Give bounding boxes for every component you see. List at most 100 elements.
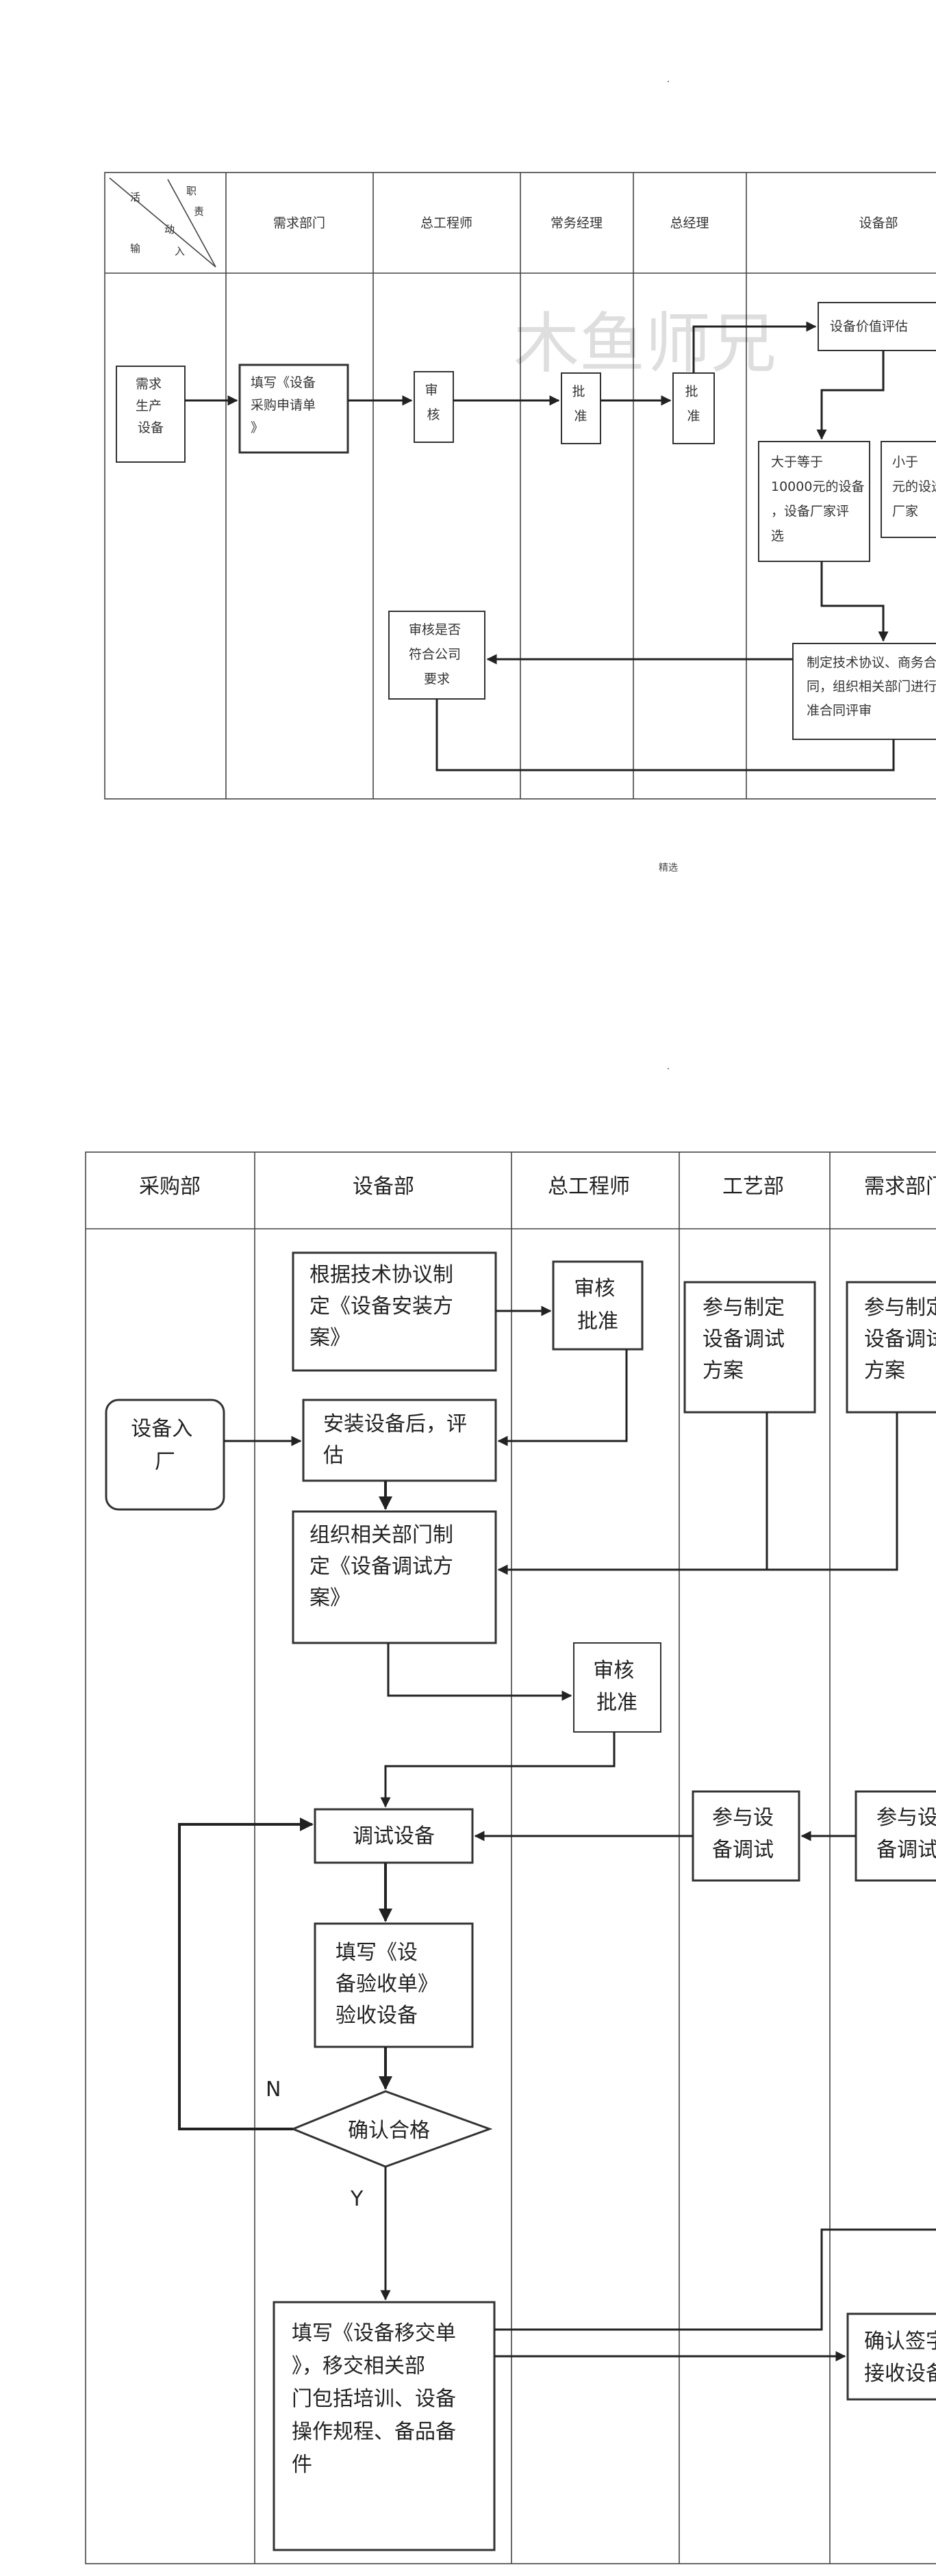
- header-diag-d: 入: [175, 245, 185, 257]
- node-handover-form: [273, 2301, 496, 2551]
- node-audit-approve-2-text: 审核 批准: [593, 1659, 641, 1715]
- contract-line-2: 同，组织相关部门进行标: [807, 679, 936, 694]
- node-audit-approve-1-text: 审核 批准: [574, 1277, 622, 1334]
- approve1-line-1: 批: [572, 384, 585, 399]
- sign-line-1: 确认签字: [864, 2330, 936, 2354]
- sign-line-2: 接收设备: [864, 2362, 936, 2386]
- plan-line-3: 案》: [309, 1326, 351, 1350]
- page2-grid: [85, 1151, 936, 2564]
- audit-line-2: 核: [427, 407, 440, 422]
- lt-line-2: 元的设选: [892, 479, 936, 494]
- approve2-line-1: 批: [685, 384, 698, 399]
- fill-line-2: 采购申请单: [251, 398, 316, 413]
- node-handover-form-text: 填写《设备移交单 》，移交相关部 门包括培训、设备 操作规程、备品备 件: [292, 2321, 463, 2477]
- node-join-debug-process-text: 参与设 备调试: [712, 1806, 781, 1862]
- node-over-10000-text: 大于等于 10000元的设备 ，设备厂家评 选: [771, 455, 869, 544]
- approve1-line-2: 准: [574, 409, 587, 424]
- p1-col-chief-engineer: 总工程师: [420, 216, 472, 231]
- p1-col-executive-manager: 常务经理: [551, 216, 603, 231]
- p2-col-demand-dept: 需求部门: [864, 1175, 936, 1199]
- tpb-line-1: 参与制定: [864, 1296, 936, 1320]
- node-acceptance-form: [314, 1922, 474, 2048]
- p2-col-process-dept: 工艺部: [722, 1175, 784, 1199]
- org-line-3: 案》: [309, 1586, 351, 1610]
- node-install-evaluate-text: 安装设备后，评 估: [323, 1412, 474, 1468]
- check-line-3: 要求: [424, 672, 450, 687]
- node-debug-equipment: [314, 1808, 474, 1864]
- arrive-line-2: 厂: [155, 1450, 175, 1474]
- audit1-line-2: 批准: [577, 1310, 618, 1334]
- ho-line-3: 门包括培训、设备: [292, 2387, 456, 2411]
- check-line-2: 符合公司: [409, 647, 461, 662]
- p2-col-purchasing: 采购部: [139, 1175, 201, 1199]
- node-debug-equipment-text: 调试设备: [353, 1824, 435, 1848]
- node-acceptance-form-text: 填写《设 备验收单》 验收设备: [336, 1941, 445, 2028]
- lt-line-1: 小于: [892, 455, 918, 470]
- arrive-line-1: 设备入: [131, 1417, 192, 1441]
- need-line-1: 需求: [136, 377, 162, 392]
- ho-line-5: 件: [292, 2453, 312, 2477]
- node-confirm-qualified: [290, 2090, 493, 2168]
- node-check-requirements: [388, 611, 485, 700]
- node-install-evaluate: [302, 1399, 497, 1482]
- ho-line-1: 填写《设备移交单: [292, 2321, 456, 2345]
- node-fill-request-form-text: 填写《设备 采购申请单 》: [251, 375, 320, 435]
- ho-line-2: 》，移交相关部: [292, 2354, 425, 2378]
- need-line-2: 生产: [136, 398, 162, 413]
- node-join-debug-process: [692, 1790, 800, 1882]
- header-diag-a: 活: [130, 191, 140, 203]
- node-equipment-arrival-text: 设备入 厂: [131, 1417, 199, 1474]
- ge-line-3: ，设备厂家评: [771, 504, 849, 519]
- ho-line-4: 操作规程、备品备: [292, 2420, 456, 2444]
- ja-line-1: 参与设: [712, 1806, 774, 1830]
- node-fill-request-form: [238, 364, 349, 454]
- check-line-1: 审核是否: [409, 622, 461, 637]
- contract-line-3: 准合同评审: [807, 703, 872, 718]
- install-line-2: 估: [323, 1444, 344, 1468]
- tpb-line-2: 设备调试: [864, 1327, 936, 1351]
- node-install-plan-text: 根据技术协议制 定《设备安装方 案》: [309, 1263, 460, 1350]
- p2-col-chief-engineer: 总工程师: [548, 1175, 630, 1199]
- p1-col-demand: 需求部门: [273, 216, 325, 231]
- header-diag-b: 动: [164, 223, 175, 235]
- audit1-line-1: 审核: [574, 1277, 615, 1301]
- node-approve-executive: [561, 372, 601, 444]
- page1-footer: 精选: [659, 863, 678, 873]
- ge-line-4: 选: [771, 528, 784, 544]
- page1-top-mark: .: [667, 74, 670, 85]
- ja-line-2: 备调试: [712, 1838, 774, 1862]
- node-test-plan-process-text: 参与制定 设备调试 方案: [703, 1296, 792, 1383]
- node-sign-receive: [846, 2312, 936, 2401]
- jb-line-1: 参与设: [876, 1806, 936, 1830]
- node-audit-text: 审 核: [425, 383, 442, 422]
- node-test-plan-process: [683, 1281, 816, 1414]
- node-org-test-plan-text: 组织相关部门制 定《设备调试方 案》: [309, 1523, 460, 1610]
- page1-grid: [104, 172, 936, 800]
- node-join-debug-demand: [855, 1790, 936, 1882]
- label-no: N: [266, 2078, 281, 2102]
- node-need-equipment-text: 需求 生产 设备: [136, 377, 166, 435]
- node-under-threshold-text: 小于 元的设选 厂家: [892, 455, 936, 519]
- tpa-line-3: 方案: [703, 1359, 744, 1383]
- tpa-line-1: 参与制定: [703, 1296, 785, 1320]
- need-line-3: 设备: [138, 420, 164, 435]
- lt-line-3: 厂家: [892, 504, 918, 519]
- node-need-equipment: [116, 366, 186, 463]
- plan-line-2: 定《设备安装方: [309, 1295, 453, 1318]
- plan-line-1: 根据技术协议制: [309, 1263, 453, 1287]
- page2-connectors: [178, 1305, 936, 2362]
- node-audit: [414, 371, 454, 443]
- node-sign-receive-text: 确认签字 接收设备: [864, 2330, 936, 2386]
- node-join-debug-demand-text: 参与设 备调试: [876, 1806, 936, 1862]
- page2-top-mark: .: [667, 1061, 670, 1072]
- org-line-1: 组织相关部门制: [309, 1523, 453, 1547]
- node-audit-approve-1: [552, 1260, 644, 1351]
- node-confirm-qualified-text: 确认合格: [348, 2119, 430, 2143]
- p1-col-equipment-dept: 设备部: [859, 216, 898, 231]
- fill-line-1: 填写《设备: [251, 375, 316, 390]
- page1-connectors: [185, 321, 895, 771]
- p1-col-general-manager: 总经理: [670, 216, 709, 231]
- node-value-evaluation-text: 设备价值评估: [830, 319, 908, 334]
- node-test-plan-demand-text: 参与制定 设备调试 方案: [864, 1296, 936, 1383]
